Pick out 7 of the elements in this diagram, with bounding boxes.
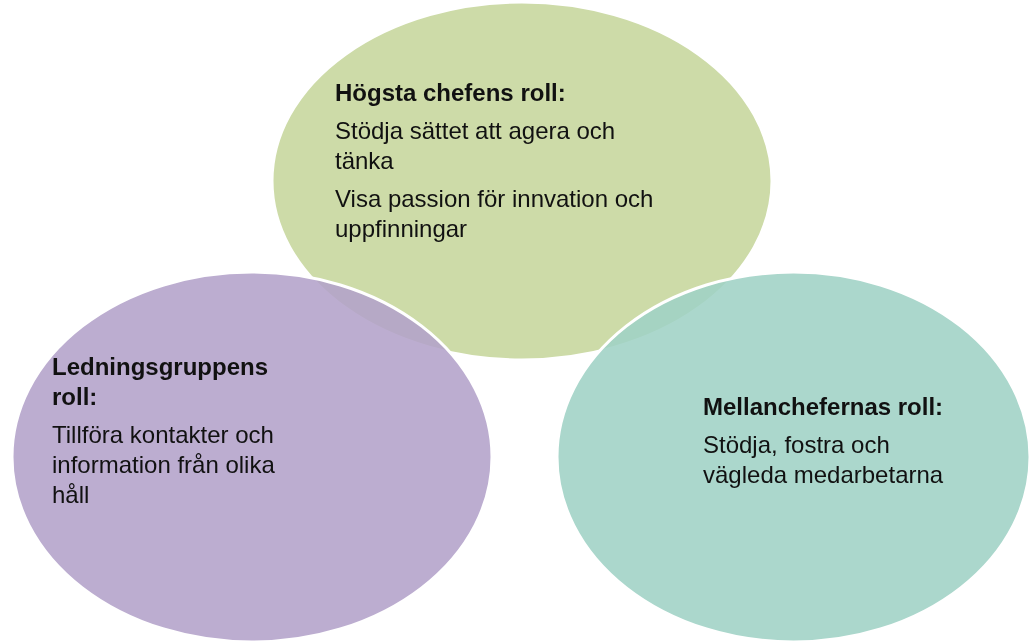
role-heading: Högsta chefens roll: bbox=[335, 78, 567, 108]
role-description: Stödja, fostra och vägleda medarbetarna bbox=[703, 430, 945, 490]
role-heading: Ledningsgruppens roll: bbox=[52, 352, 269, 412]
role-description: Visa passion för innvation och uppfinningar bbox=[335, 184, 655, 244]
role-heading: Mellanchefernas roll: bbox=[703, 392, 945, 422]
role-description: Tillföra kontakter och information från olika håll bbox=[52, 420, 276, 510]
role-description: Stödja sättet att agera och tänka bbox=[335, 116, 617, 176]
